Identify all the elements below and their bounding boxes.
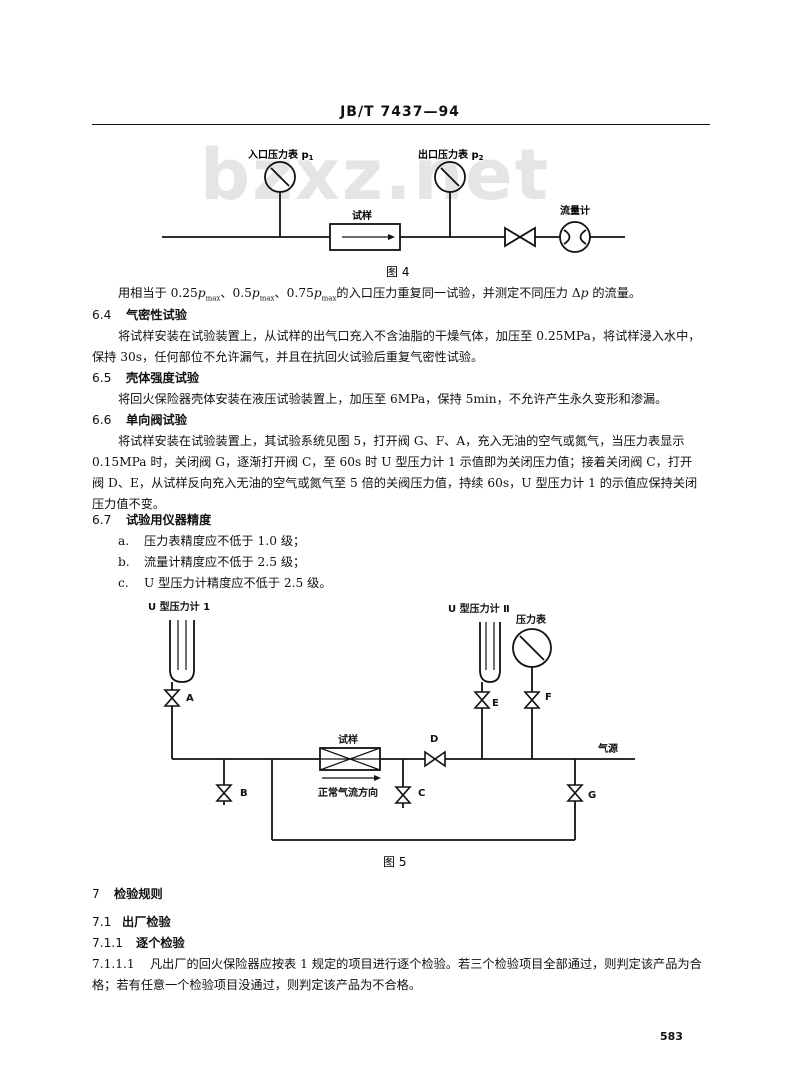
- valve-e-label: E: [492, 698, 499, 709]
- watermark: bzxz.net: [200, 134, 551, 216]
- valve-d-label: D: [430, 734, 438, 745]
- fig5-gas-source-label: 气源: [597, 742, 618, 755]
- section-6-5-text: 将回火保险器壳体安装在液压试验装置上，加压至 6MPa，保持 5min，不允许产…: [118, 392, 668, 406]
- valve-a-label: A: [186, 693, 194, 704]
- fig4-caption: 图 4: [386, 265, 409, 279]
- fig4-arrowhead: [388, 234, 395, 240]
- fig5-u-gauge-2-label: U 型压力计 Ⅱ: [448, 602, 510, 615]
- valve-a-icon: [163, 689, 181, 707]
- fig4-outlet-label: 出口压力表 p2: [418, 148, 484, 162]
- fig5-pressure-gauge-icon: [512, 628, 552, 668]
- valve-e-icon: [473, 691, 491, 709]
- valve-c-icon: [394, 786, 412, 804]
- fig5-u-gauge-1-icon: [169, 620, 195, 683]
- fig4-outlet-gauge-icon: [434, 161, 466, 193]
- fig4-inlet-label: 入口压力表 p1: [248, 148, 314, 162]
- page-number: 583: [660, 1030, 683, 1043]
- valve-c-label: C: [418, 788, 425, 799]
- accuracy-item-c: c.U 型压力计精度应不低于 2.5 级。: [118, 576, 332, 590]
- figure-5: A B C D E F G U 型压力计 1 U 型压力计 Ⅱ 压力表 试样 正…: [148, 600, 635, 869]
- fig4-flowmeter-label: 流量计: [560, 204, 590, 217]
- valve-g-label: G: [588, 790, 596, 801]
- flow-paragraph: 用相当于 0.25pmax、0.5pmax、0.75pmax的入口压力重复同一试…: [118, 286, 642, 303]
- fig5-caption: 图 5: [383, 855, 406, 869]
- running-header: JB/T 7437—94: [340, 104, 460, 120]
- valve-b-label: B: [240, 788, 248, 799]
- fig5-u-gauge-1-label: U 型压力计 1: [148, 600, 210, 613]
- fig5-flow-label: 正常气流方向: [318, 786, 378, 799]
- valve-g-icon: [566, 784, 584, 802]
- accuracy-item-b: b.流量计精度应不低于 2.5 级；: [118, 555, 306, 569]
- section-6-4-text: 将试样安装在试验装置上，从试样的出气口充入不含油脂的干燥气体，加压至 0.25M…: [92, 329, 701, 364]
- fig4-flowmeter-icon: [559, 221, 591, 253]
- fig5-pressure-gauge-label: 压力表: [516, 613, 547, 626]
- fig5-sample-label: 试样: [338, 733, 358, 746]
- figure-4: 入口压力表 p1 出口压力表 p2 试样 流量计 图 4: [162, 148, 625, 279]
- valve-b-icon: [215, 784, 233, 802]
- fig4-valve-icon: [504, 226, 536, 248]
- accuracy-item-a: a.压力表精度应不低于 1.0 级；: [118, 534, 306, 548]
- fig4-inlet-gauge-icon: [264, 161, 296, 193]
- fig4-sample-label: 试样: [352, 209, 372, 222]
- fig4-sample-box: [329, 223, 401, 251]
- valve-f-icon: [523, 691, 541, 709]
- section-6-6-text: 将试样安装在试验装置上，其试验系统见图 5，打开阀 G、F、A，充入无油的空气或…: [92, 434, 698, 511]
- valve-d-icon: [424, 750, 446, 768]
- valve-f-label: F: [545, 692, 552, 703]
- fig5-u-gauge-2-icon: [479, 622, 501, 683]
- header-rule: [92, 124, 710, 125]
